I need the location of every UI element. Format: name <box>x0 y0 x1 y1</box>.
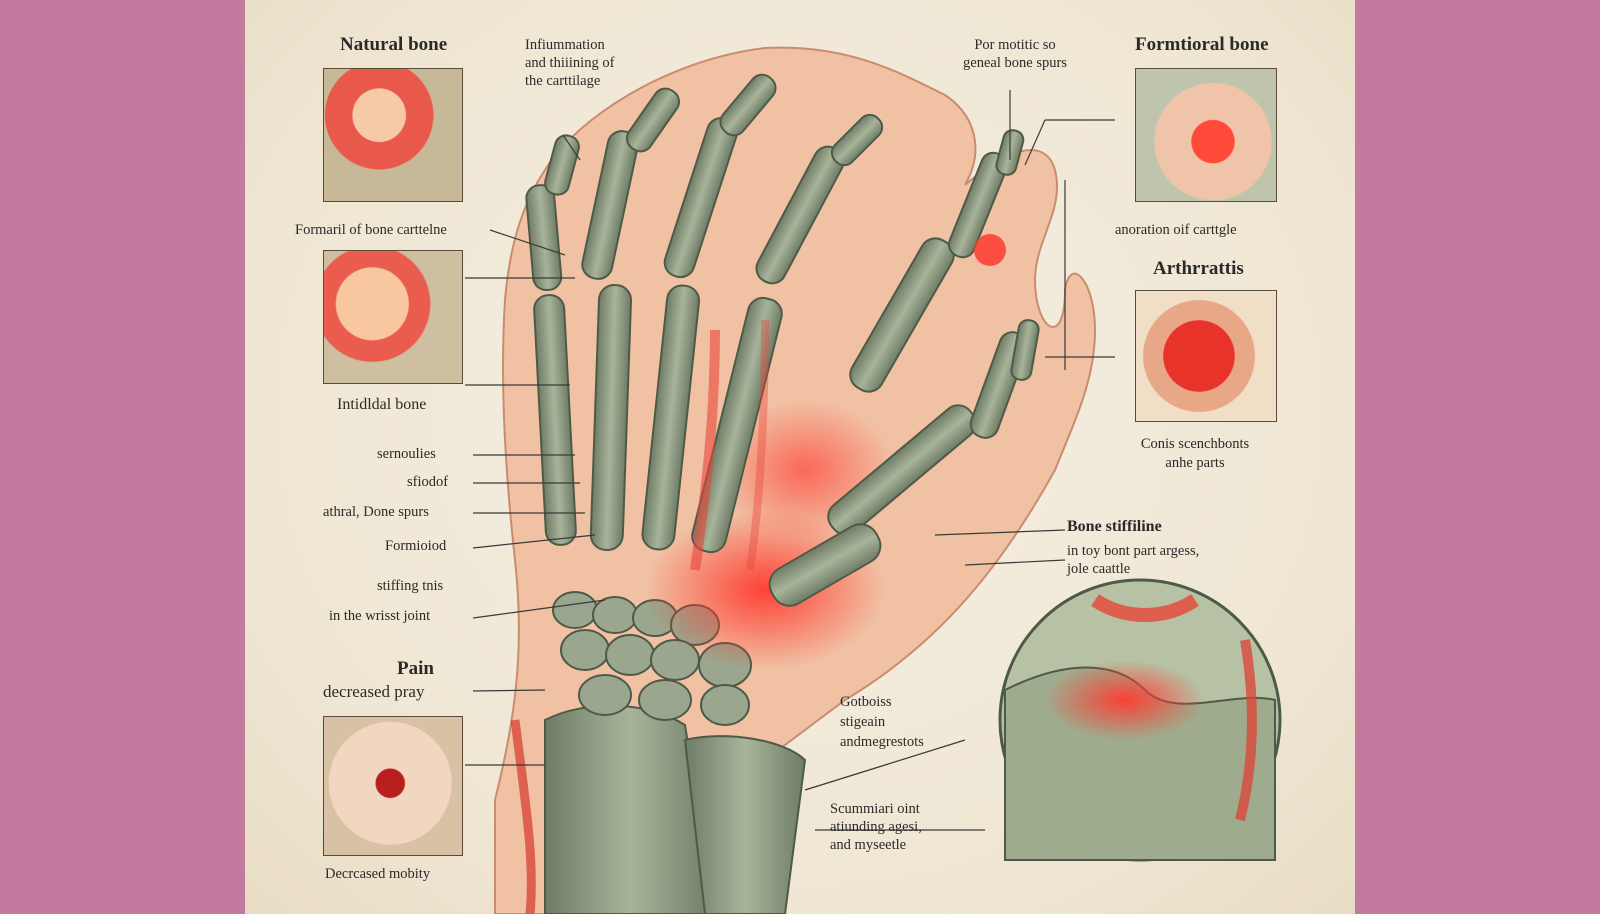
label-formation-cartilage: Formaril of bone carttelne <box>295 222 447 238</box>
label-formiond: Formioiod <box>385 538 447 554</box>
label-decreased-pray: decreased pray <box>323 682 425 701</box>
inset-arthritis <box>1135 290 1277 422</box>
label-sernoulles: sernoulies <box>377 446 436 462</box>
magnified-joint <box>998 578 1282 862</box>
label-causes-parts: Conis scenchbonts anhe parts <box>1140 436 1250 471</box>
leader-lines <box>465 90 1115 831</box>
label-gotbokis: Gotboiss stigeain andmegrestots <box>840 694 924 750</box>
diagram-poster: Natural bone Infiummation and thiiining … <box>245 0 1355 914</box>
inset-formational-bone <box>1135 68 1277 202</box>
finger-joint-inflammation <box>974 234 1006 266</box>
label-arthritis: Arthrrattis <box>1153 258 1244 279</box>
radius-bone <box>544 704 717 914</box>
label-decreased-mobility: Decrcased mobity <box>325 866 431 882</box>
ulna-bone <box>683 735 807 914</box>
label-stiffing-this: stiffing tnis <box>377 578 444 594</box>
label-bone-stiff: Bone stiffiline <box>1067 518 1162 535</box>
tendon-red-streaks <box>690 329 720 571</box>
inset-natural-bone <box>323 68 463 202</box>
label-sfiodof: sfiodof <box>407 474 449 490</box>
label-athral-spurs: athral, Done spurs <box>323 504 429 520</box>
label-anomation-cartigle: anoration oif carttgle <box>1115 222 1237 238</box>
label-formational-bone: Formtioral bone <box>1135 34 1269 55</box>
label-scummiari: Scummiari oint atiunding agesi, and myse… <box>830 801 922 853</box>
label-natural-bone: Natural bone <box>340 34 448 55</box>
label-pain: Pain <box>397 658 434 679</box>
label-bone-stiff-sub: in toy bont part argess, jole caattle <box>1067 543 1200 577</box>
label-inflammation: Infiummation and thiiining of the cartti… <box>525 37 615 89</box>
left-margin <box>0 0 245 914</box>
inset-formation-cartilage <box>323 250 463 384</box>
forearm-tendon <box>510 719 536 914</box>
label-wrist-joint: in the wrisst joint <box>329 608 431 624</box>
hand-skeleton-illustration <box>465 46 1282 914</box>
finger-bones <box>525 73 1040 607</box>
inset-decreased-pray <box>323 716 463 856</box>
label-bone-spurs-top: Por motitic so geneal bone spurs <box>963 37 1067 71</box>
label-individual-bone: Intidldal bone <box>337 396 427 413</box>
right-margin <box>1355 0 1600 914</box>
